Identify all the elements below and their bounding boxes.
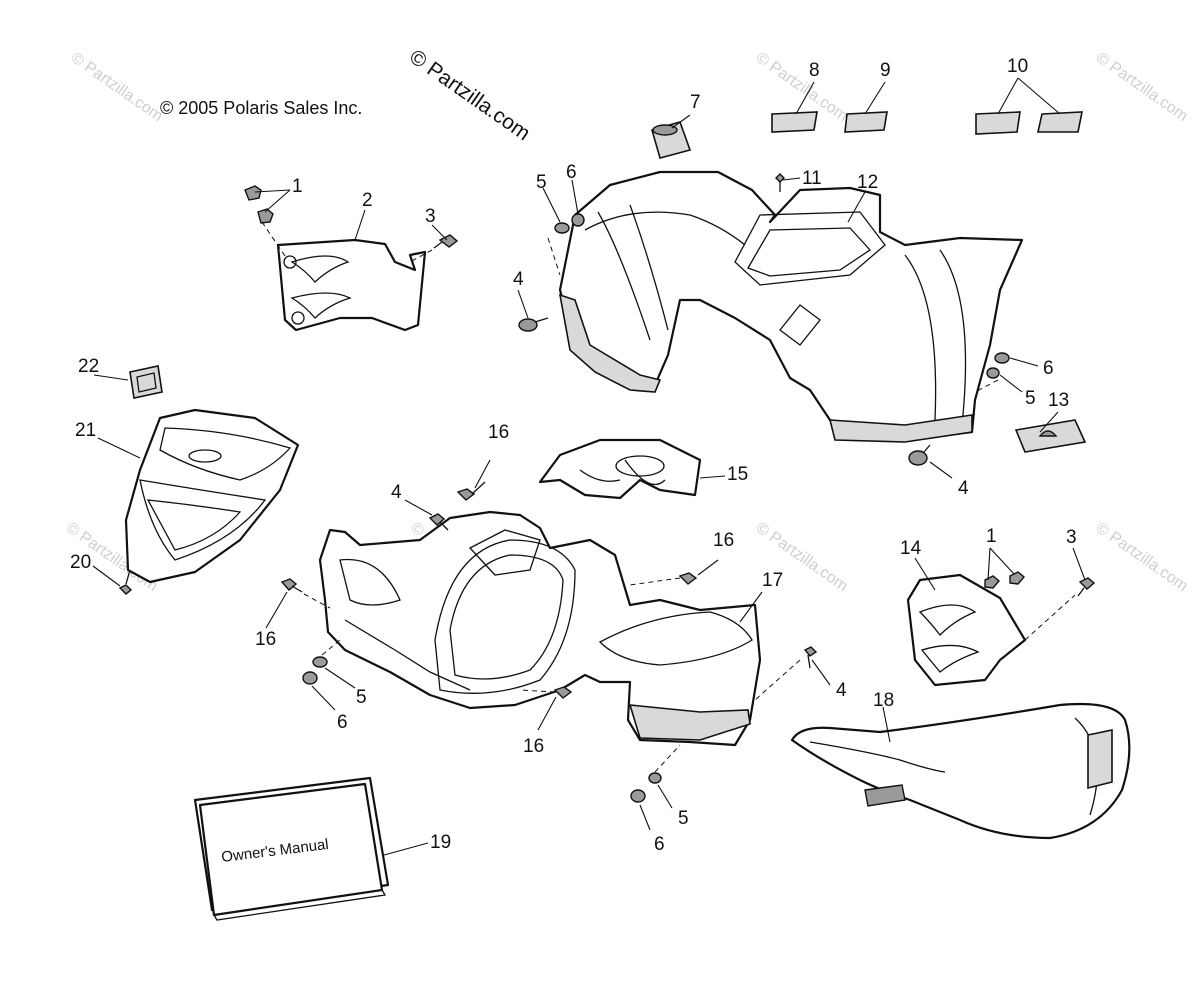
fastener-4-mid xyxy=(428,513,449,531)
screw-3-right xyxy=(1077,577,1096,597)
callout-12: 12 xyxy=(857,172,878,193)
front-cab-17 xyxy=(318,510,762,747)
watermark-faint: © Partzilla.com xyxy=(1093,519,1191,595)
callout-2: 2 xyxy=(362,190,373,211)
fasteners-5-6-lower-left xyxy=(302,639,341,685)
fasteners-5-6-lower-right xyxy=(630,744,681,803)
watermark-faint: © Partzilla.com xyxy=(68,49,166,125)
callout-16-a: 16 xyxy=(488,422,509,443)
fastener-16-a xyxy=(456,481,486,501)
decal-10b xyxy=(1037,111,1083,133)
fastener-16-c xyxy=(280,578,331,609)
dash-cover-15 xyxy=(538,438,702,500)
fasteners-5-6-upper xyxy=(547,213,585,276)
screw-20 xyxy=(118,569,133,595)
callout-17: 17 xyxy=(762,570,783,591)
reflector-22 xyxy=(129,365,163,399)
callout-6: 6 xyxy=(566,162,577,183)
callout-14: 14 xyxy=(900,538,922,559)
fastener-4-lower xyxy=(754,646,818,701)
callout-16-c: 16 xyxy=(255,629,276,650)
callout-6-right: 6 xyxy=(1043,358,1054,379)
callout-22: 22 xyxy=(78,356,99,377)
callout-8: 8 xyxy=(809,60,820,81)
callout-4: 4 xyxy=(513,269,524,290)
callout-13: 13 xyxy=(1048,390,1069,411)
decal-9 xyxy=(844,111,888,133)
callout-1: 1 xyxy=(292,176,303,197)
screw-11 xyxy=(775,173,785,192)
callout-16-d: 16 xyxy=(523,736,544,757)
callout-15: 15 xyxy=(727,464,748,485)
callout-4-lower: 4 xyxy=(836,680,847,701)
copyright-notice: © 2005 Polaris Sales Inc. xyxy=(160,98,362,118)
callout-6-lower-left: 6 xyxy=(337,712,348,733)
callout-19: 19 xyxy=(430,832,451,853)
callout-20: 20 xyxy=(70,552,91,573)
decal-8 xyxy=(771,111,818,133)
watermark-faint: © Partzilla.com xyxy=(1093,49,1191,125)
seat-18 xyxy=(790,702,1131,840)
partzilla-watermark: © Partzilla.com xyxy=(405,45,534,145)
rear-cab-12 xyxy=(558,170,1024,443)
callout-5: 5 xyxy=(536,172,547,193)
callout-7: 7 xyxy=(690,92,701,113)
fastener-4-upper xyxy=(518,317,549,332)
leader-lines xyxy=(92,77,1086,856)
callout-5-right: 5 xyxy=(1025,388,1036,409)
callout-6-lower-right: 6 xyxy=(654,834,665,855)
fastener-16-b xyxy=(629,572,698,586)
fastener-16-d xyxy=(519,686,573,699)
side-panel-left xyxy=(276,238,427,332)
side-panel-right xyxy=(906,573,1076,687)
callout-21: 21 xyxy=(75,420,96,441)
callout-labels: 1 2 3 4 5 6 7 8 9 10 11 12 13 14 15 16 1… xyxy=(70,56,1077,855)
callout-18: 18 xyxy=(873,690,894,711)
push-rivets-1-left xyxy=(244,185,286,257)
decal-10a xyxy=(975,111,1021,135)
fastener-4-right xyxy=(908,444,931,466)
callout-1-right: 1 xyxy=(986,526,997,547)
plate-13 xyxy=(1014,419,1087,453)
callout-3-right: 3 xyxy=(1066,527,1077,548)
headlight-pod-21 xyxy=(124,408,300,584)
fasteners-5-6-right xyxy=(974,352,1010,393)
callout-4-right: 4 xyxy=(958,478,969,499)
callout-9: 9 xyxy=(880,60,891,81)
reflector-7 xyxy=(651,121,692,159)
callout-11: 11 xyxy=(802,168,822,189)
owners-manual-19: Owner's Manual xyxy=(193,776,390,921)
push-rivets-1-right xyxy=(984,571,1025,589)
callout-10: 10 xyxy=(1007,56,1028,77)
callout-3: 3 xyxy=(425,206,436,227)
callout-5-lower-right: 5 xyxy=(678,808,689,829)
callout-5-lower-left: 5 xyxy=(356,687,367,708)
callout-16-b: 16 xyxy=(713,530,734,551)
callout-4-mid: 4 xyxy=(391,482,402,503)
